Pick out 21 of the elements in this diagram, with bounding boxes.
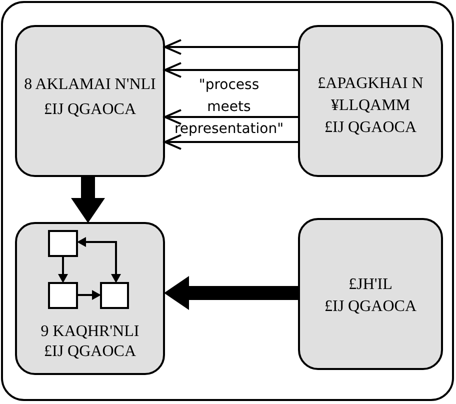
arrow bbox=[78, 290, 101, 300]
rounded-box bbox=[298, 25, 443, 177]
arrow bbox=[164, 39, 298, 55]
node-label: £APAGKHAI N ¥LLQAMM £IJ QGAOCA bbox=[316, 74, 424, 138]
arrow bbox=[58, 257, 68, 283]
arrow bbox=[164, 134, 298, 150]
arrow bbox=[164, 109, 298, 125]
rounded-box bbox=[15, 25, 165, 177]
node-label: £JH'IL £IJ QGAOCA bbox=[324, 275, 418, 317]
rounded-box bbox=[298, 218, 443, 370]
node-label: 8 AKLAMAI N'NLI £IJ QGAOCA bbox=[23, 75, 157, 120]
annotation-text: "process meets representation" bbox=[173, 76, 285, 139]
rounded-box bbox=[15, 222, 165, 375]
block-arrow bbox=[71, 177, 105, 223]
square-box bbox=[100, 282, 129, 309]
block-arrow bbox=[164, 276, 298, 310]
node-label: 9 KAQHR'NLI £IJ QGAOCA bbox=[40, 322, 140, 362]
arrow bbox=[164, 62, 298, 78]
double-headed-arrow bbox=[77, 237, 121, 283]
square-box bbox=[48, 230, 78, 257]
square-box bbox=[48, 282, 78, 309]
